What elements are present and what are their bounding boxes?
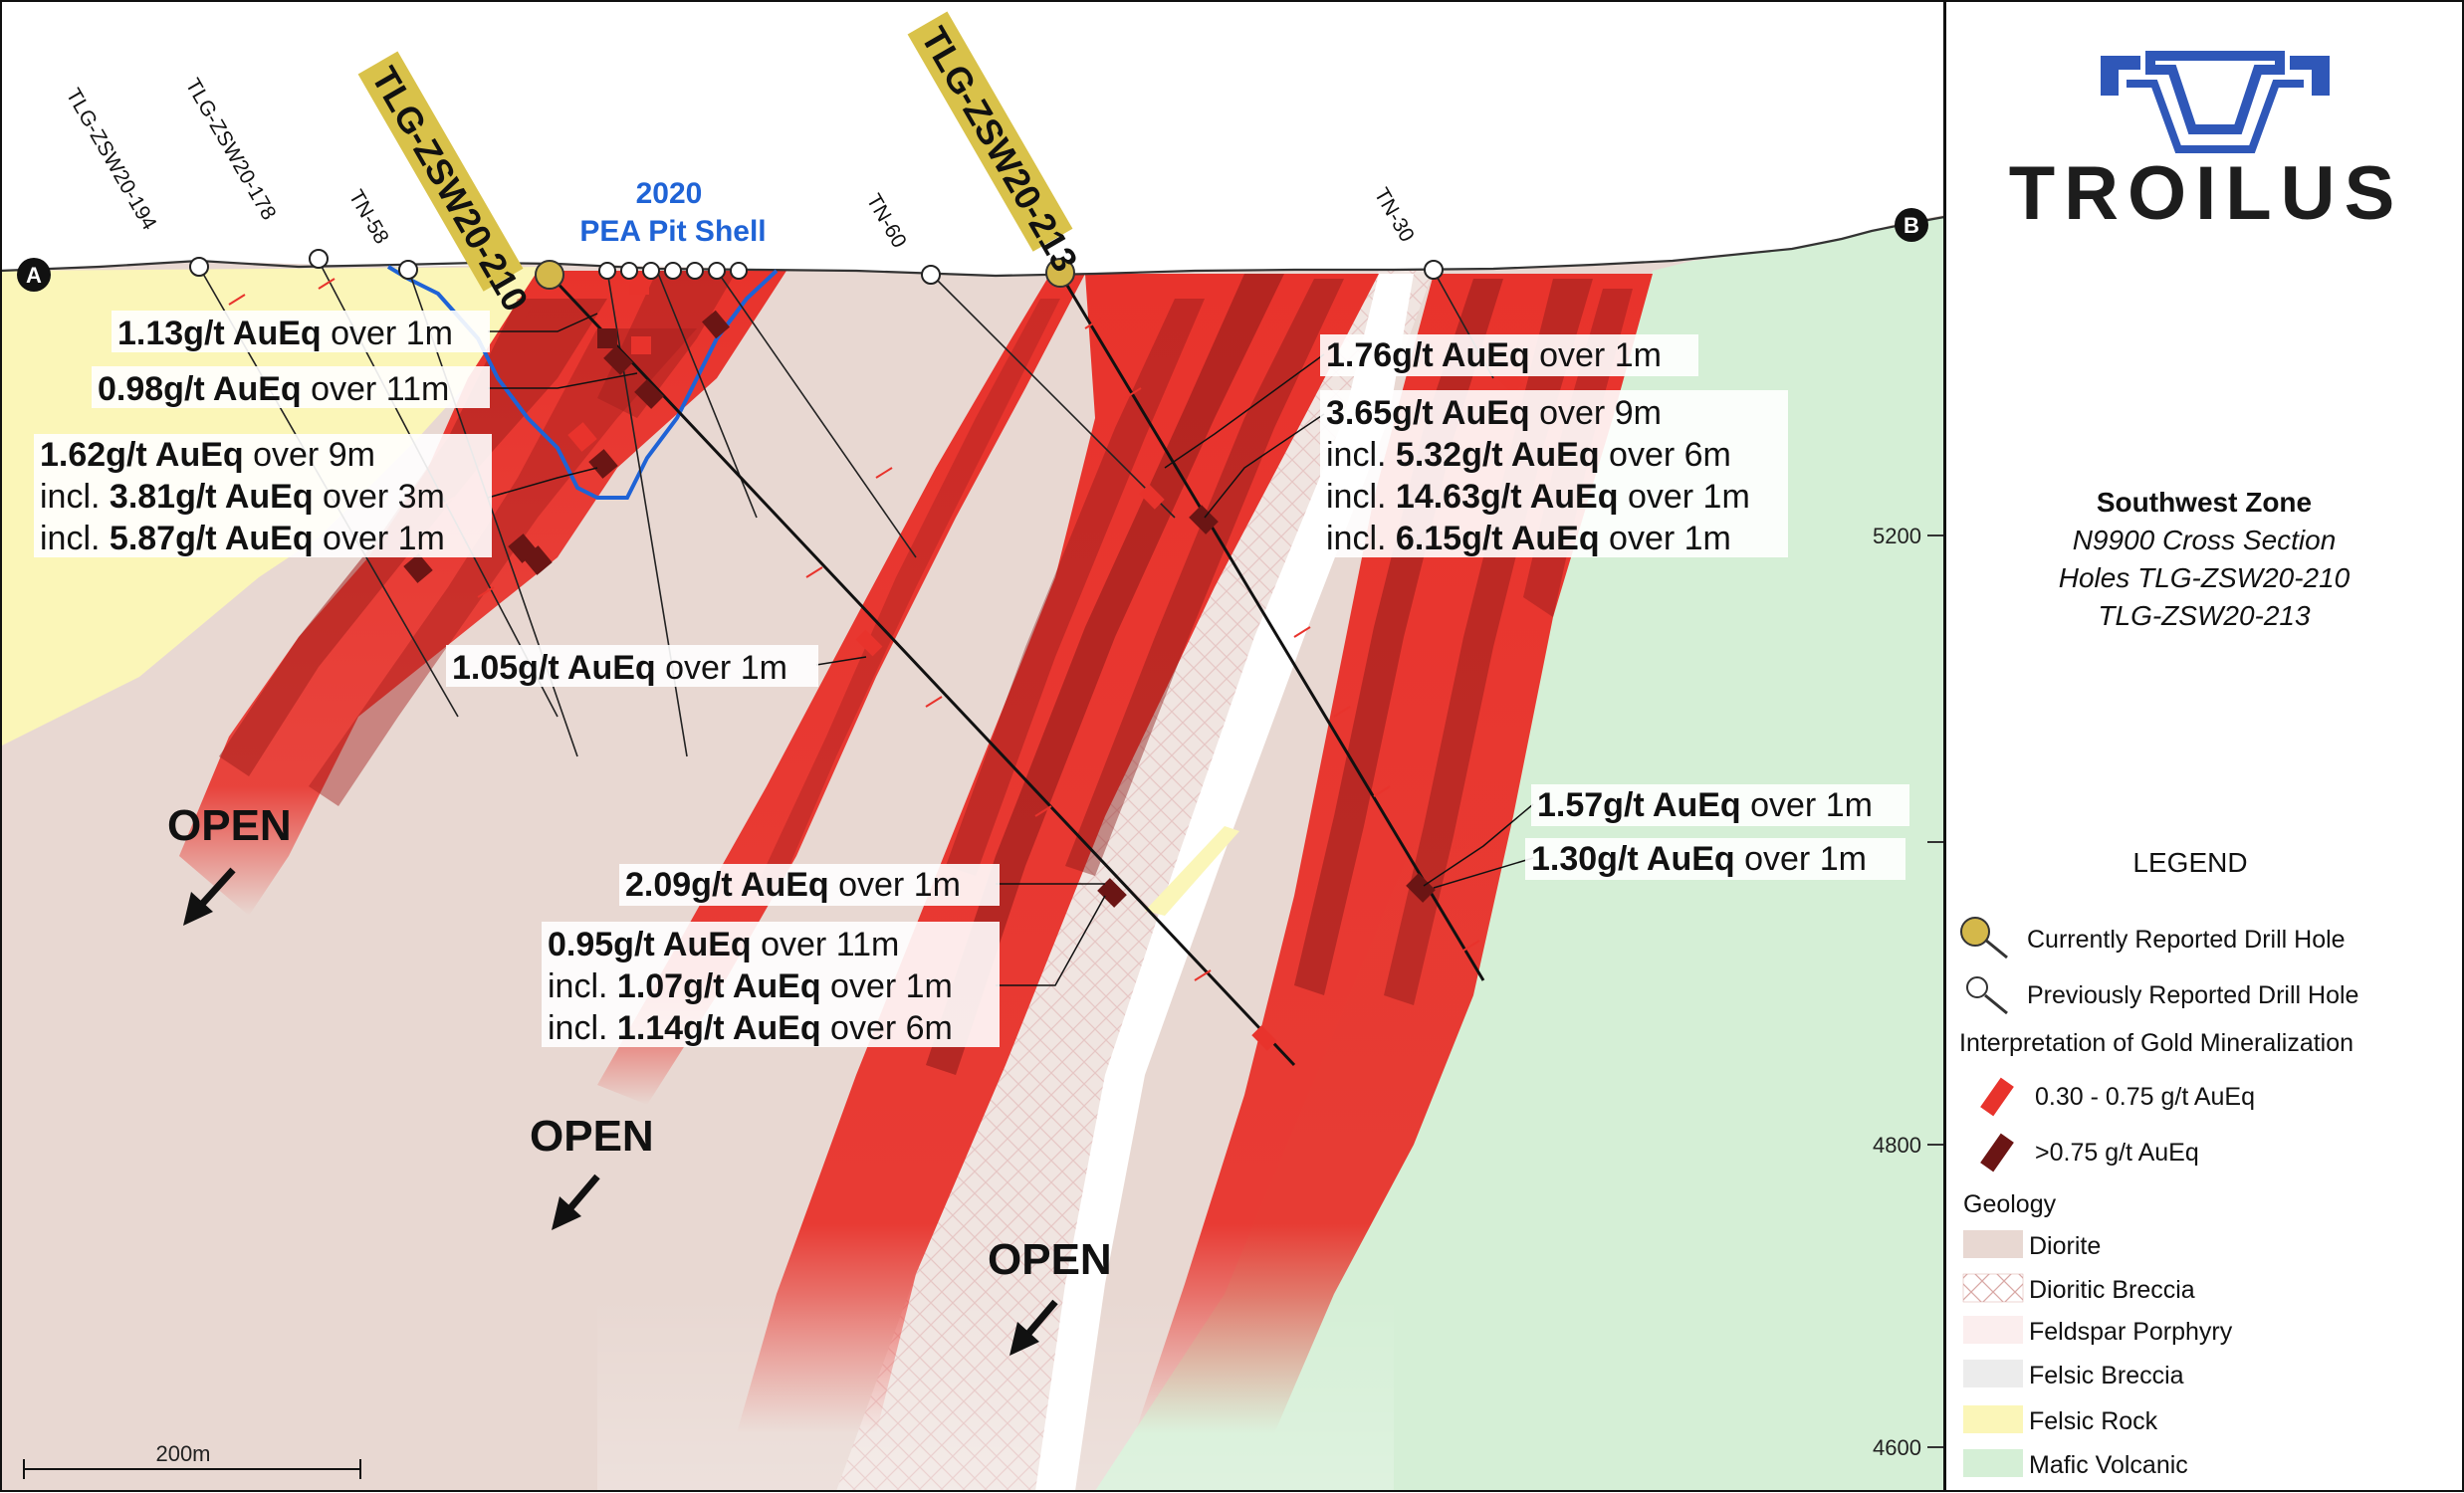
open-marker-west: OPEN <box>167 801 292 926</box>
intercept-text: 1.13g/t AuEq over 1m 0.98g/t AuEq over 1… <box>40 315 1873 1047</box>
svg-text:OPEN: OPEN <box>988 1235 1112 1284</box>
troilus-logo-wordmark: TROILUS <box>2009 151 2404 236</box>
svg-text:incl. 1.07g/t AuEq over 1m: incl. 1.07g/t AuEq over 1m <box>548 967 953 1005</box>
intercept-labels <box>34 311 1909 1047</box>
legend-felsic-breccia-swatch <box>1963 1360 2023 1387</box>
svg-text:1.76g/t AuEq over 1m: 1.76g/t AuEq over 1m <box>1326 336 1662 374</box>
svg-text:incl. 5.87g/t AuEq over 1m: incl. 5.87g/t AuEq over 1m <box>40 520 445 557</box>
legend-mafic-volcanic-swatch <box>1963 1449 2023 1477</box>
legend-low-grade-icon <box>1980 1077 2014 1117</box>
svg-text:incl. 14.63g/t AuEq over 1m: incl. 14.63g/t AuEq over 1m <box>1326 478 1750 516</box>
elevation-axis: 5200 4800 4600 <box>1873 524 1944 1460</box>
section-end-a <box>17 258 51 292</box>
svg-text:0.98g/t AuEq over 11m: 0.98g/t AuEq over 11m <box>98 370 449 408</box>
section-subtitle-3: TLG-ZSW20-213 <box>2098 600 2311 631</box>
legend-diorite: Diorite <box>2029 1232 2101 1260</box>
legend: LEGEND Currently Reported Drill Hole Pre… <box>1959 847 2358 1479</box>
legend-current-hole: Currently Reported Drill Hole <box>2027 926 2346 954</box>
legend-feldspar-porphyry-swatch <box>1963 1316 2023 1344</box>
legend-high-grade: >0.75 g/t AuEq <box>2035 1139 2199 1167</box>
legend-felsic-rock-swatch <box>1963 1405 2023 1433</box>
svg-text:4600: 4600 <box>1873 1435 1921 1460</box>
legend-previous-hole-icon <box>1966 976 1988 998</box>
svg-text:4800: 4800 <box>1873 1133 1921 1158</box>
svg-text:1.13g/t AuEq over 1m: 1.13g/t AuEq over 1m <box>117 315 453 352</box>
legend-low-grade: 0.30 - 0.75 g/t AuEq <box>2035 1083 2255 1111</box>
svg-text:OPEN: OPEN <box>530 1112 654 1161</box>
legend-previous-hole: Previously Reported Drill Hole <box>2027 981 2358 1009</box>
legend-felsic-breccia: Felsic Breccia <box>2029 1362 2184 1389</box>
section-end-b <box>1895 208 1928 242</box>
svg-text:OPEN: OPEN <box>167 801 292 850</box>
legend-current-hole-icon <box>1960 917 1990 947</box>
legend-dioritic-breccia: Dioritic Breccia <box>2029 1276 2195 1304</box>
svg-text:5200: 5200 <box>1873 524 1921 548</box>
svg-text:3.65g/t AuEq over 9m: 3.65g/t AuEq over 9m <box>1326 394 1662 432</box>
svg-text:B: B <box>1904 213 1919 238</box>
topography-line <box>0 215 1945 278</box>
west-intercepts <box>403 279 730 583</box>
legend-geology-title: Geology <box>1963 1190 2057 1218</box>
leader-lines <box>487 313 1534 986</box>
svg-text:0.95g/t AuEq over 11m: 0.95g/t AuEq over 11m <box>548 926 899 963</box>
legend-interp-title: Interpretation of Gold Mineralization <box>1959 1029 2353 1057</box>
svg-text:1.30g/t AuEq over 1m: 1.30g/t AuEq over 1m <box>1531 840 1867 878</box>
open-marker-middle: OPEN <box>530 1112 654 1230</box>
hole-210-trace <box>548 273 1296 1067</box>
section-subtitle-2: Holes TLG-ZSW20-210 <box>2059 562 2351 593</box>
svg-text:incl. 3.81g/t AuEq over 3m: incl. 3.81g/t AuEq over 3m <box>40 478 445 516</box>
east-mineralized-zone-west-band <box>737 274 1379 1433</box>
pit-shell-label: PEA Pit Shell <box>579 215 766 248</box>
troilus-logo-icon <box>2101 51 2330 153</box>
svg-text:1.05g/t AuEq over 1m: 1.05g/t AuEq over 1m <box>452 649 787 687</box>
legend-felsic-rock: Felsic Rock <box>2029 1407 2158 1435</box>
svg-text:1.57g/t AuEq over 1m: 1.57g/t AuEq over 1m <box>1537 786 1873 824</box>
legend-feldspar-porphyry: Feldspar Porphyry <box>2029 1318 2233 1346</box>
svg-text:200m: 200m <box>155 1441 210 1466</box>
section-subtitle-1: N9900 Cross Section <box>2073 525 2337 555</box>
hole-213-trace <box>1058 273 1485 981</box>
pit-shell-year: 2020 <box>636 177 703 210</box>
side-panel <box>1944 0 2464 1492</box>
troilus-logo: TROILUS <box>2009 51 2404 236</box>
svg-text:incl. 5.32g/t AuEq over 6m: incl. 5.32g/t AuEq over 6m <box>1326 436 1731 474</box>
hole-210-collar <box>535 260 564 290</box>
legend-title: LEGEND <box>2132 847 2247 878</box>
hole-213-collar <box>1045 258 1075 288</box>
legend-mafic-volcanic: Mafic Volcanic <box>2029 1451 2188 1479</box>
scale-bar: 200m <box>23 1441 361 1479</box>
previous-hole-collars <box>189 249 1444 285</box>
legend-dioritic-breccia-swatch <box>1962 1273 2024 1303</box>
east-mineralized-zone-east-band <box>1135 274 1653 1433</box>
svg-text:incl. 6.15g/t AuEq over 1m: incl. 6.15g/t AuEq over 1m <box>1326 520 1731 557</box>
legend-diorite-swatch <box>1963 1230 2023 1258</box>
open-marker-east: OPEN <box>988 1235 1112 1356</box>
hole-210-intercepts <box>603 345 1277 1051</box>
svg-text:2.09g/t AuEq over 1m: 2.09g/t AuEq over 1m <box>625 866 961 904</box>
section-title: Southwest Zone <box>2097 487 2312 518</box>
legend-high-grade-icon <box>1980 1133 2014 1173</box>
svg-text:incl. 1.14g/t AuEq over 6m: incl. 1.14g/t AuEq over 6m <box>548 1009 953 1047</box>
svg-text:A: A <box>26 263 42 288</box>
svg-text:1.62g/t AuEq over 9m: 1.62g/t AuEq over 9m <box>40 436 375 474</box>
